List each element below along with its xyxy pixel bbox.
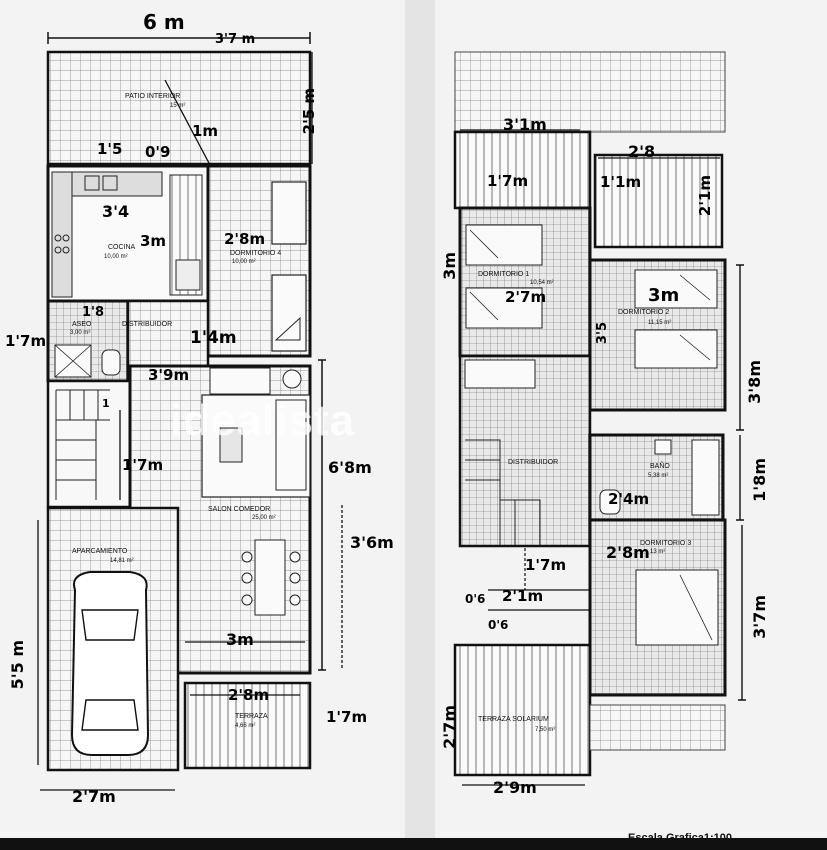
room-area-dormitorio-4: 10,00 m² <box>232 259 256 265</box>
room-area-garaje: 14,81 m² <box>110 558 134 564</box>
dim-3-8: 3'8m <box>745 360 764 404</box>
dim-0-6b: 0'6 <box>488 618 509 632</box>
balcony-1 <box>453 130 592 210</box>
dim-1-8: 1'8 <box>82 305 105 320</box>
dim-6-8: 6'8m <box>328 458 372 477</box>
room-label-dormitorio-2: DORMITORIO 2 <box>618 309 670 316</box>
patio-area <box>46 50 312 166</box>
room-area-solarium: 7,50 m² <box>535 727 556 733</box>
balcony-2 <box>593 153 724 249</box>
room-label-terraza: TERRAZA <box>235 713 268 720</box>
room-area-dormitorio-1: 10,54 m² <box>530 280 554 286</box>
dim-1-8: 1'8m <box>750 458 769 502</box>
solarium-area <box>453 643 592 777</box>
dim-2-9: 2'9m <box>493 778 537 797</box>
room-area-terraza: 4,66 m² <box>235 723 256 729</box>
room-label-dormitorio-4: DORMITORIO 4 <box>230 250 282 257</box>
room-label-garaje: APARCAMIENTO <box>72 548 128 555</box>
dim-1-7b: 1'7m <box>525 556 567 574</box>
dim-1-1m: 1'1m <box>600 173 642 191</box>
terrace-area <box>183 681 312 770</box>
dim-0-9: 0'9 <box>145 143 171 161</box>
dim-3-5: 3'5 <box>595 322 610 345</box>
dim-garage-height: 5'5 m <box>8 640 27 690</box>
dim-1m: 1m <box>192 122 219 140</box>
dim-kitchen-height: 3m <box>140 232 167 250</box>
room-label-cocina: COCINA <box>108 244 136 251</box>
dim-2-1: 2'1m <box>696 175 714 217</box>
dim-width-top: 6 m <box>143 10 185 34</box>
dim-3m-b: 3m <box>648 285 680 306</box>
room-area-dormitorio-3: 13 m² <box>650 549 666 555</box>
room-label-aseo: ASEO <box>72 321 92 328</box>
dim-3m-a: 3m <box>440 252 459 280</box>
room-label-salon: SALON COMEDOR <box>208 506 271 513</box>
dim-terrace-height: 1'7m <box>326 708 368 726</box>
room-area-salon: 25,00 m² <box>252 515 276 521</box>
scale-label: Escala Grafica1:100 <box>628 832 732 844</box>
first-floor-plan <box>453 51 746 786</box>
dim-patio-height: 2'5 m <box>300 88 318 135</box>
dim-1-4: 1'4m <box>190 328 237 348</box>
dim-2-7: 2'7m <box>505 288 547 306</box>
dim-3-9: 3'9m <box>148 366 190 384</box>
room-label-dormitorio-1: DORMITORIO 1 <box>478 271 530 278</box>
dim-3m: 3m <box>226 630 254 649</box>
dim-kitchen-width: 3'4 <box>102 202 130 221</box>
room-label-bano: BAÑO <box>650 463 670 470</box>
room-area-aseo: 3,00 m² <box>70 330 91 336</box>
room-area-dormitorio-2: 11,15 m² <box>648 320 672 326</box>
ground-floor-plan <box>37 32 343 791</box>
room-label-distribuidor: DISTRIBUIDOR <box>122 321 173 328</box>
dim-2-8: 2'8 <box>628 142 656 161</box>
room-label-dormitorio-3: DORMITORIO 3 <box>640 540 692 547</box>
dim-3-6: 3'6m <box>350 533 394 552</box>
dim-1-5: 1'5 <box>97 140 123 158</box>
dim-3-7: 3'7m <box>750 595 769 639</box>
dim-patio-width: 3'7 m <box>215 32 256 47</box>
dim-2-1b: 2'1m <box>502 587 544 605</box>
dim-0-6a: 0'6 <box>465 592 486 606</box>
dim-1-7a: 1'7m <box>5 332 47 350</box>
dim-bedroom-width: 2'8m <box>224 230 266 248</box>
room-label-distribuidor-1: DISTRIBUIDOR <box>508 459 559 466</box>
room-area-bano: 5,38 m² <box>648 473 669 479</box>
room-area-cocina: 10,00 m² <box>104 254 128 260</box>
room-label-solarium: TERRAZA SOLARIUM <box>478 716 549 723</box>
room-area-patio: 15 m² <box>170 103 186 109</box>
dim-3-1: 3'1m <box>503 115 547 134</box>
watermark: idealista <box>170 396 356 445</box>
dim-1-7b: 1'7m <box>122 456 164 474</box>
dim-garage-width: 2'7m <box>72 787 116 806</box>
dim-2-8m: 2'8m <box>606 543 650 562</box>
dim-1: 1 <box>102 397 110 410</box>
dim-2-7b: 2'7m <box>440 705 459 749</box>
dim-1-7: 1'7m <box>487 172 529 190</box>
room-label-patio: PATIO INTERIOR <box>125 93 181 100</box>
dim-terrace-width: 2'8m <box>228 686 270 704</box>
dim-2-4: 2'4m <box>608 490 650 508</box>
